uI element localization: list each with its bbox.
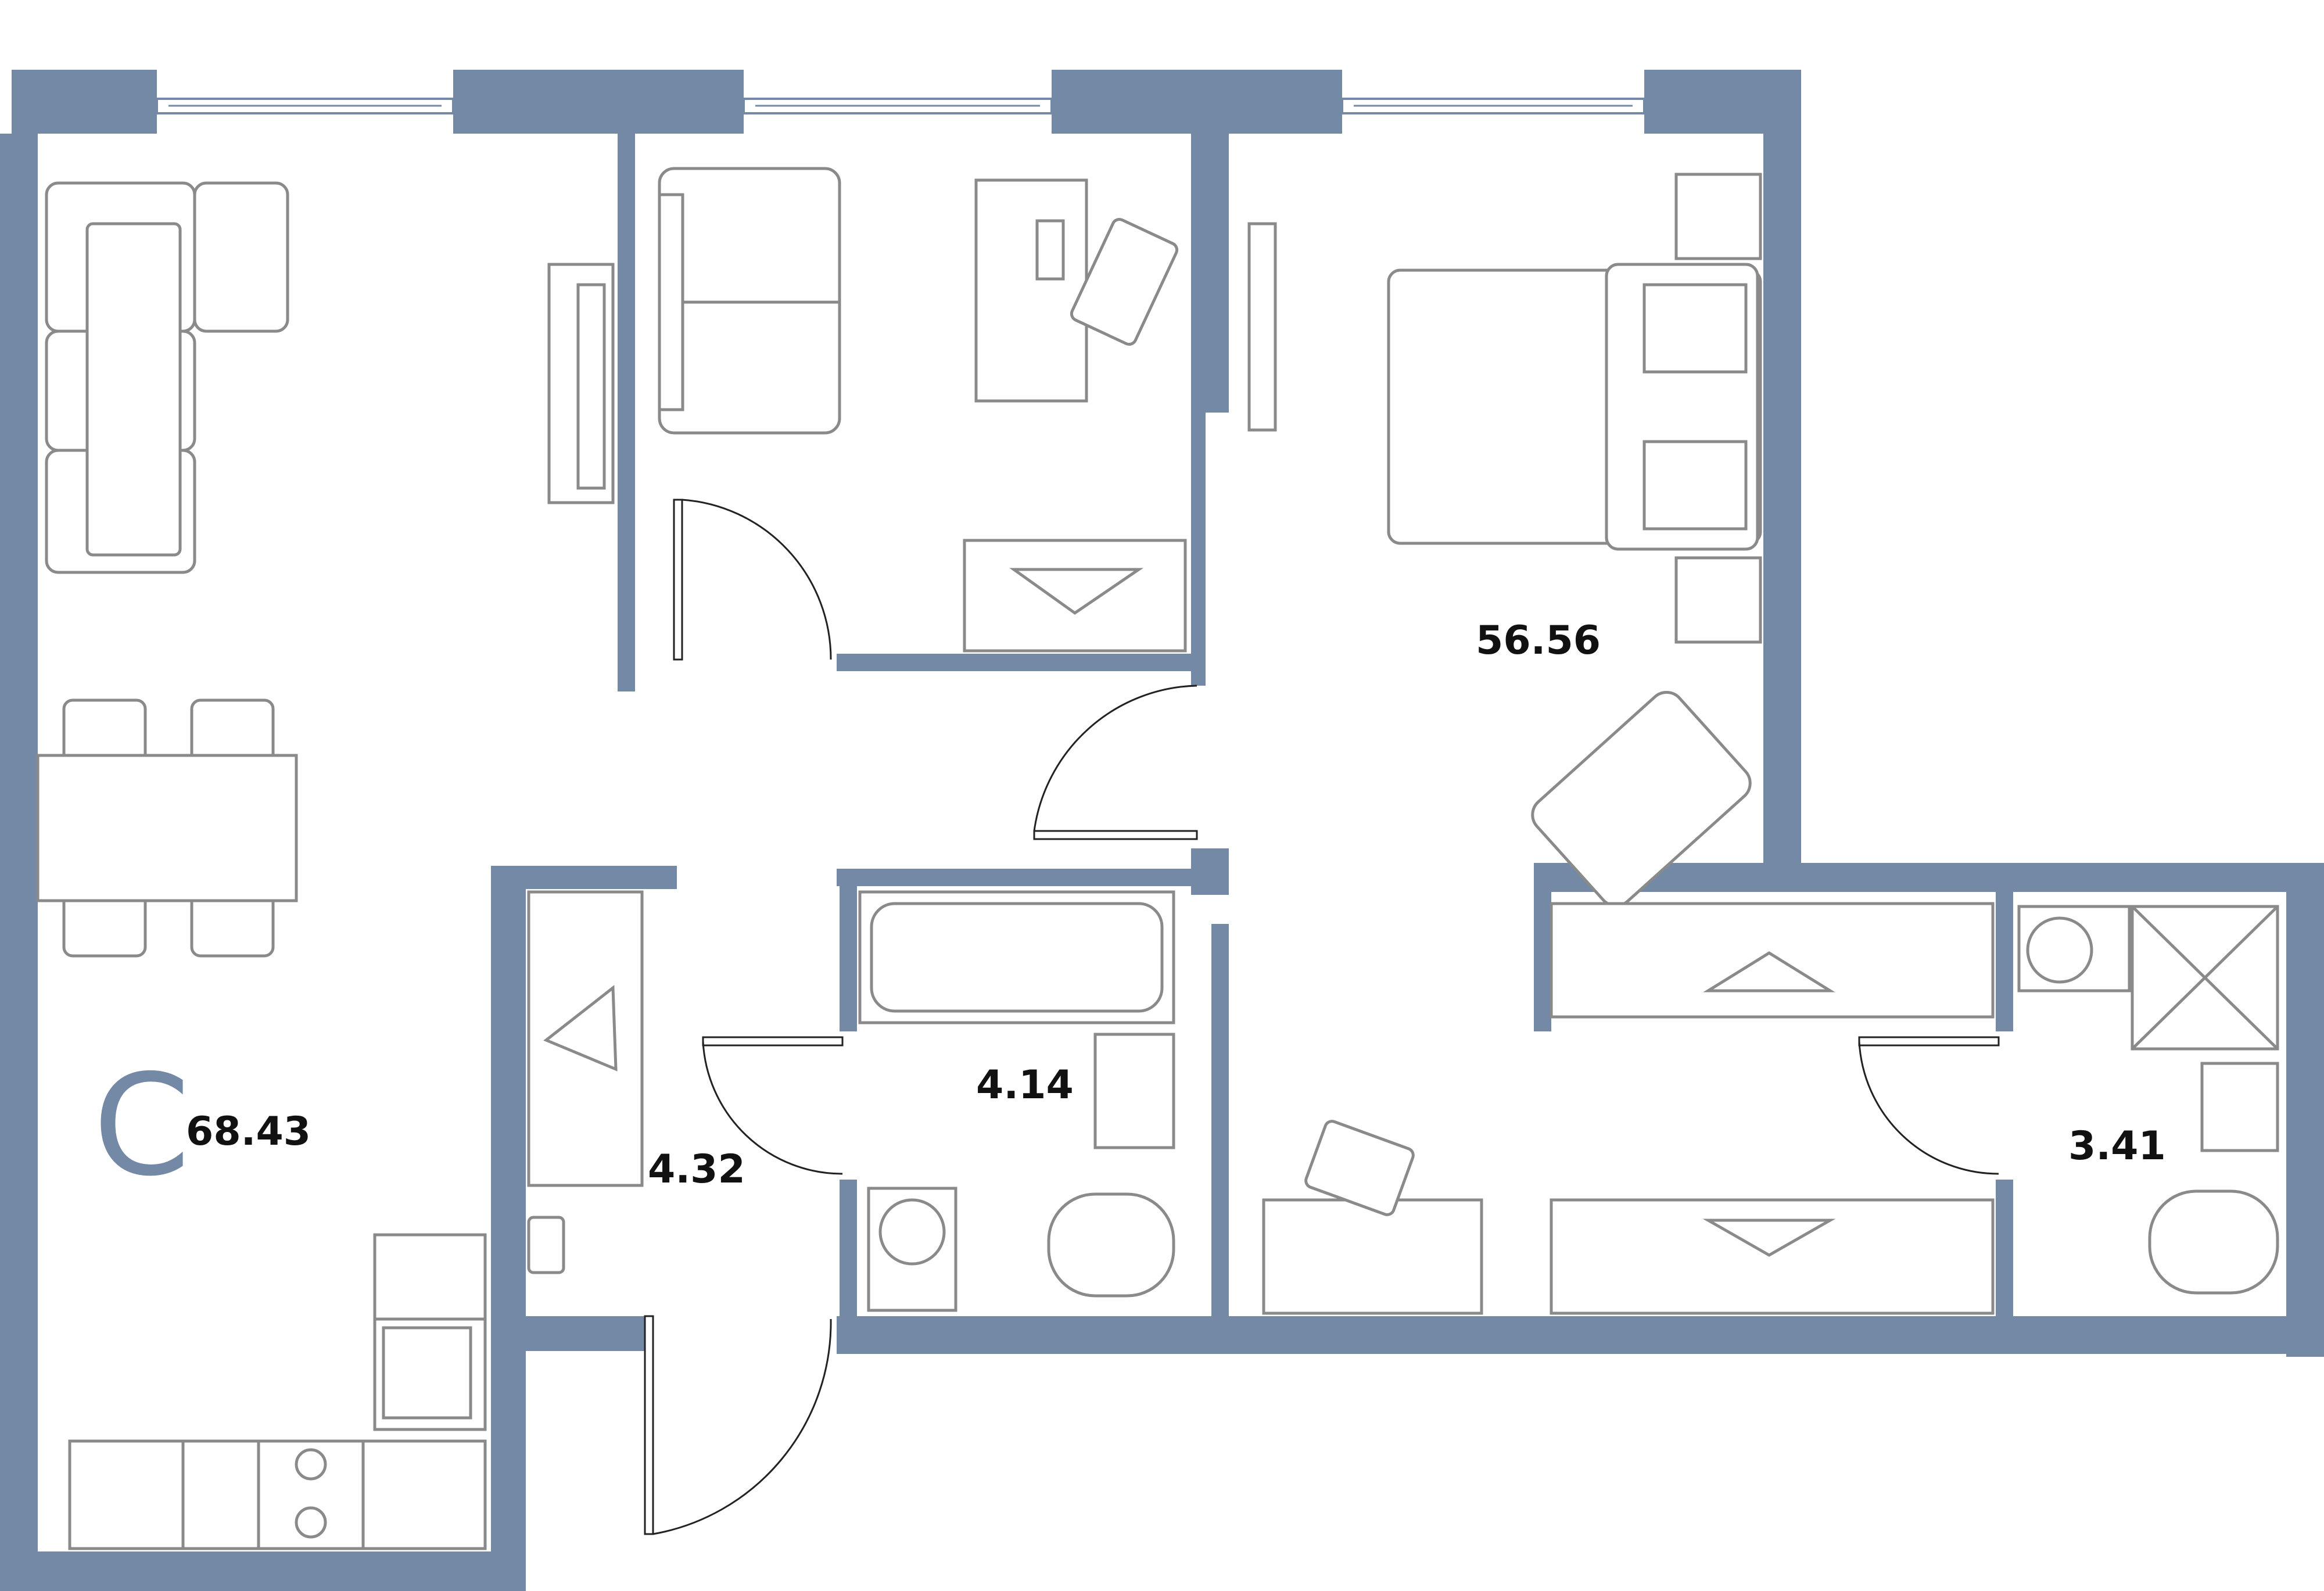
area-hall: 4.32: [648, 1146, 745, 1192]
doors: [644, 499, 2000, 1535]
room-labels: C 68.43 56.56 4.32 4.14 3.41: [93, 618, 2166, 1207]
area-bedroom: 56.56: [1476, 618, 1601, 664]
furniture: [36, 167, 2279, 1550]
unit-marker-letter: C: [93, 1044, 191, 1207]
area-bathroom: 4.14: [976, 1062, 1074, 1108]
walls: [0, 70, 2324, 1591]
windows: [156, 98, 1645, 114]
area-living-kitchen: 68.43: [186, 1109, 311, 1155]
area-shower-room: 3.41: [2068, 1123, 2166, 1169]
